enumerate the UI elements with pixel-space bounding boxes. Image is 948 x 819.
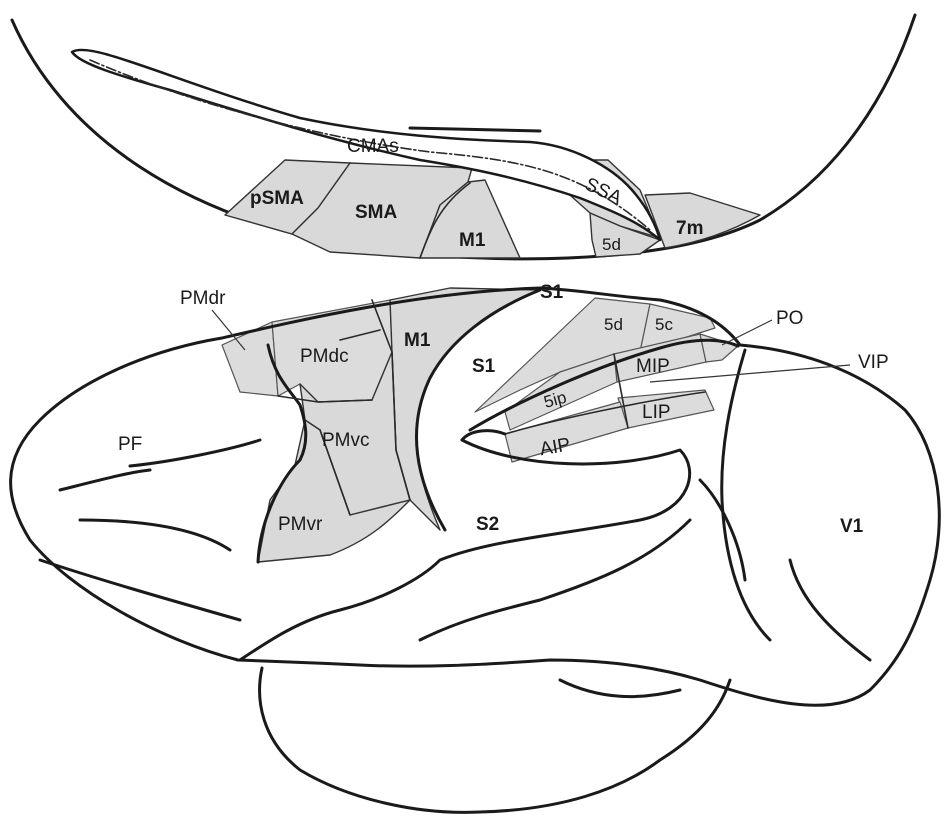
occipital-sulcus-2	[790, 560, 870, 660]
medial-view: CMAs pSMA SMA M1 SSA 5d 7m	[12, 15, 915, 259]
principal-sulcus	[130, 440, 260, 466]
lip-label: LIP	[642, 402, 671, 423]
temporal-lobe	[260, 668, 730, 812]
lateral-outline	[11, 288, 940, 705]
v1-label: V1	[840, 516, 864, 537]
mip-label: MIP	[636, 356, 670, 377]
sulcus-top-edge	[410, 128, 540, 131]
s1-label: S1	[472, 356, 496, 377]
m1-medial-label: M1	[459, 230, 486, 251]
s1-top-label: S1	[540, 282, 564, 303]
orbital-sulcus	[40, 560, 240, 620]
cmas-label: CMAs	[347, 136, 399, 157]
po-region	[700, 334, 738, 362]
pmdc-label: PMdc	[300, 346, 349, 367]
m1-lateral-label: M1	[404, 330, 431, 351]
temporal-sulcus-lower	[560, 680, 680, 697]
5d-medial-label: 5d	[602, 235, 621, 254]
5c-label: 5c	[655, 315, 673, 334]
vip-label: VIP	[858, 352, 889, 373]
s2-label: S2	[476, 514, 499, 535]
parietal-bay	[462, 431, 505, 440]
occipital-sulcus-1	[722, 350, 770, 640]
pf-label: PF	[118, 434, 142, 455]
pmdr-label: PMdr	[180, 288, 226, 309]
pmvr-label: PMvr	[278, 514, 323, 535]
po-label: PO	[776, 308, 803, 329]
pmvc-label: PMvc	[322, 430, 370, 451]
7m-label: 7m	[676, 218, 703, 239]
5d-lateral-label: 5d	[604, 315, 623, 334]
psma-label: pSMA	[250, 188, 304, 209]
lateral-view: PMdr PMdc PMvc PMvr M1 S1 S1 S2 PF 5d 5c…	[11, 282, 940, 812]
frontal-sulcus-upper	[60, 470, 150, 490]
aip-label: AIP	[538, 434, 572, 460]
superior-temporal-sulcus	[420, 520, 690, 640]
sma-label: SMA	[355, 202, 398, 223]
frontal-sulcus-lower	[80, 520, 230, 550]
